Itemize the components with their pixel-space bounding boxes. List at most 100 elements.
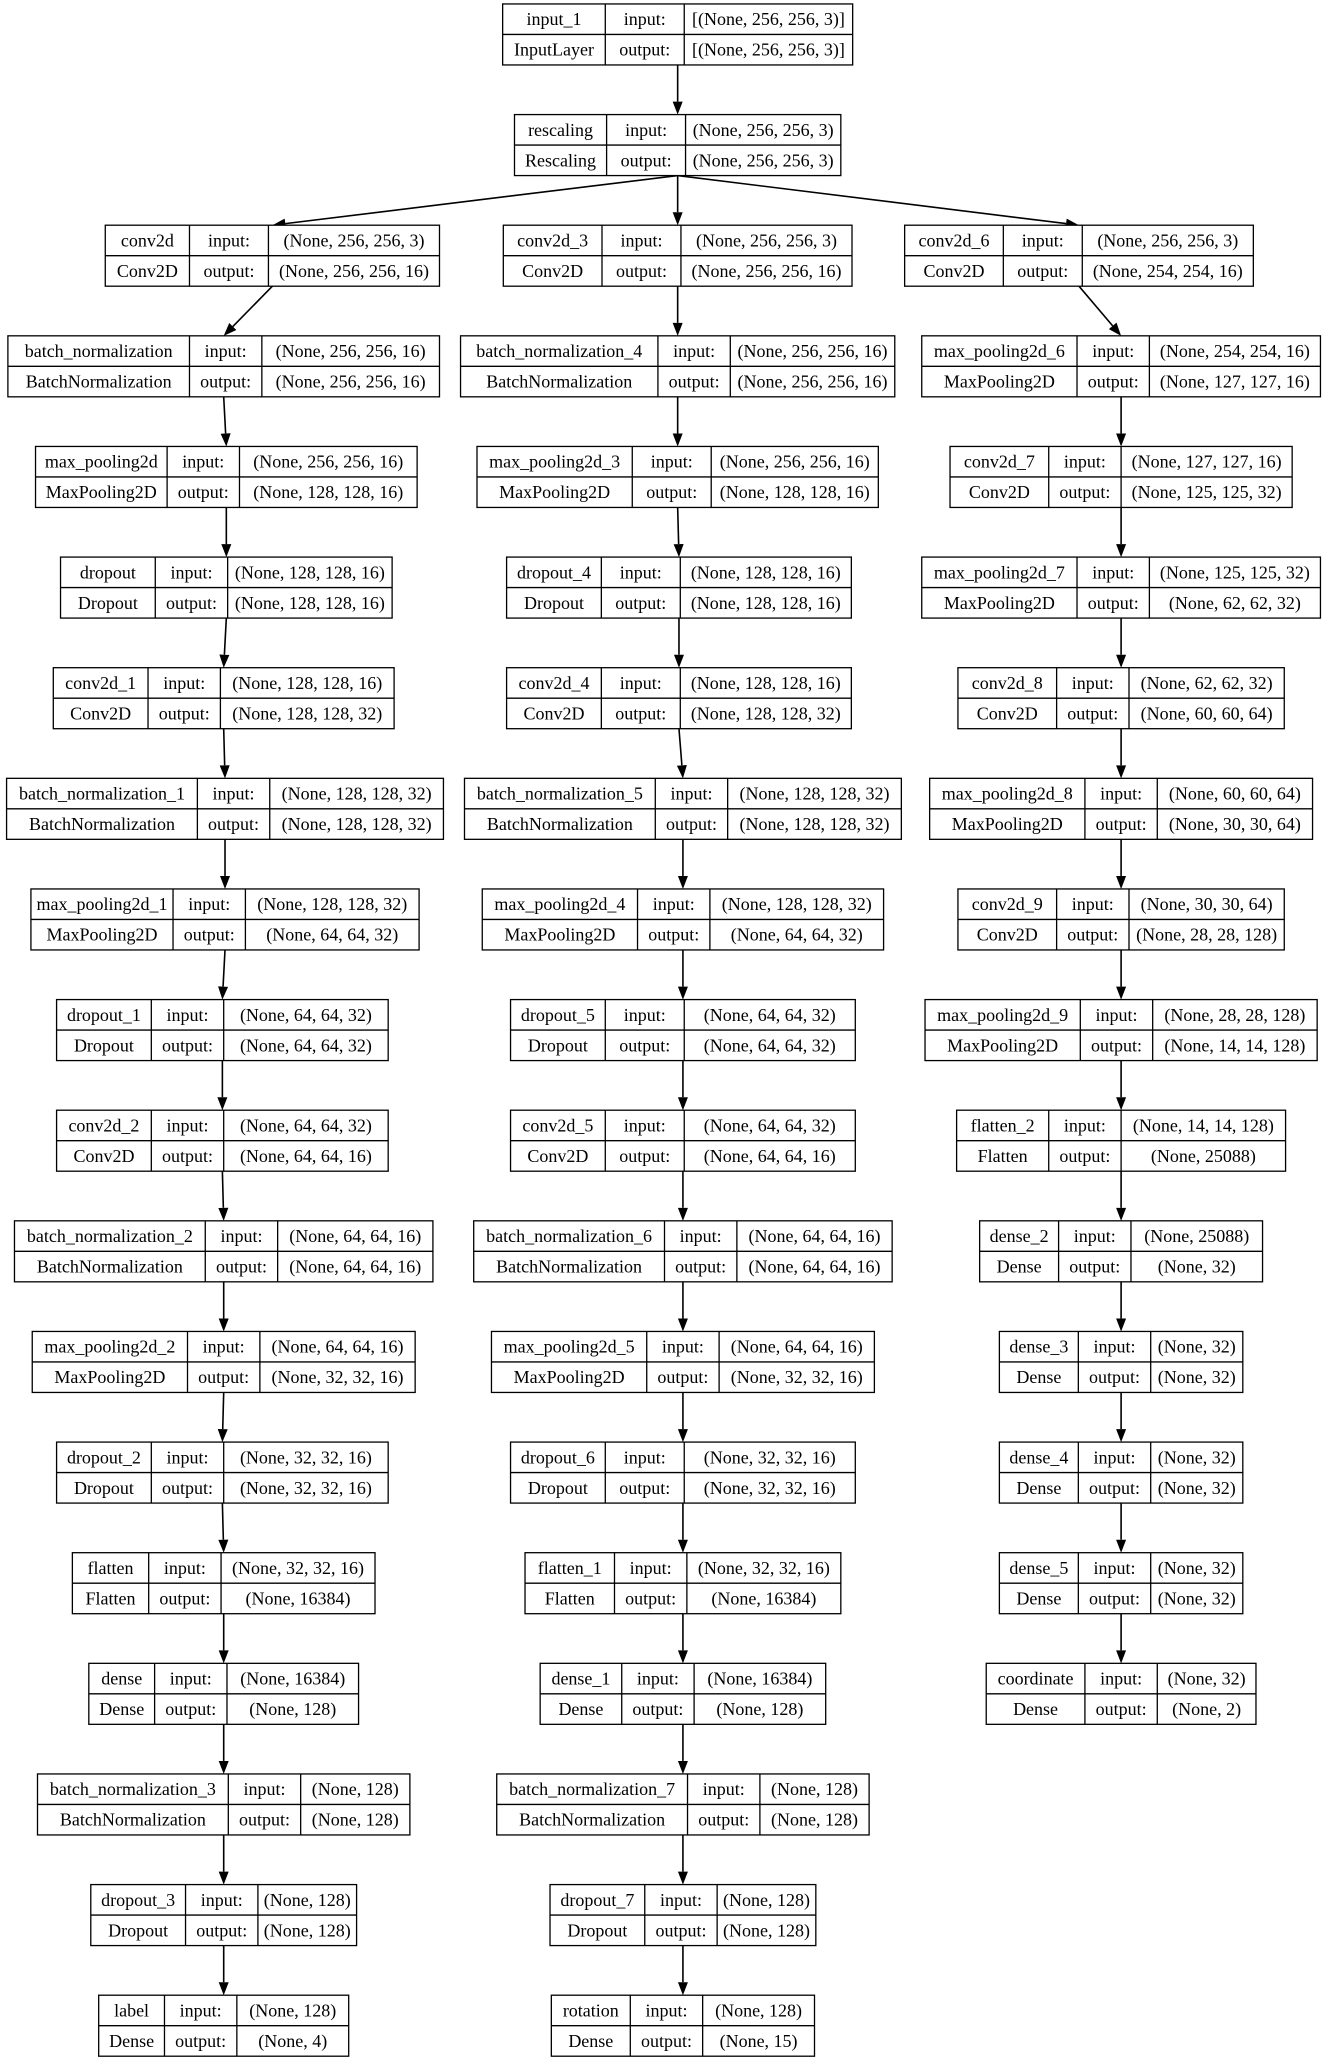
output-shape: (None, 64, 64, 32) xyxy=(731,925,863,946)
output-label: output: xyxy=(162,1035,213,1055)
arrow-head-icon xyxy=(1116,1429,1127,1443)
layer-type: Conv2D xyxy=(522,261,583,281)
layer-type: Conv2D xyxy=(117,261,178,281)
connection-arrow xyxy=(677,1392,688,1443)
connection-arrow xyxy=(1116,1503,1127,1553)
layer-name: label xyxy=(114,2000,149,2020)
output-shape: (None, 128) xyxy=(264,1920,351,1941)
connection-arrow xyxy=(677,949,688,1000)
connection-arrow xyxy=(1116,1171,1127,1221)
input-shape: (None, 25088) xyxy=(1144,1226,1249,1247)
connection-arrow xyxy=(218,1945,229,1996)
connection-arrow xyxy=(677,1503,688,1553)
output-label: output: xyxy=(625,1588,676,1608)
layer-type: Flatten xyxy=(978,1146,1028,1166)
layer-type: Dropout xyxy=(78,593,138,613)
arrow-head-icon xyxy=(672,433,683,447)
layer-name: flatten_1 xyxy=(538,1558,602,1578)
layer-name: batch_normalization_5 xyxy=(477,784,643,804)
input-shape: (None, 128, 128, 16) xyxy=(235,562,385,583)
output-shape: (None, 32, 32, 16) xyxy=(240,1478,372,1499)
layer-name: batch_normalization_6 xyxy=(486,1226,652,1246)
layer-type: Dropout xyxy=(567,1920,627,1940)
connection-arrow xyxy=(1116,1281,1127,1332)
connection-arrow xyxy=(677,1281,688,1332)
output-shape: (None, 64, 64, 16) xyxy=(240,1146,372,1167)
layer-name: max_pooling2d_6 xyxy=(934,341,1065,361)
input-shape: (None, 128, 128, 32) xyxy=(257,894,407,915)
output-label: output: xyxy=(166,593,217,613)
output-label: output: xyxy=(159,703,210,723)
input-label: input: xyxy=(203,1337,245,1357)
output-label: output: xyxy=(615,703,666,723)
layer-type: MaxPooling2D xyxy=(504,925,615,945)
input-label: input: xyxy=(660,1890,702,1910)
connection-arrow xyxy=(223,285,273,336)
output-shape: (None, 254, 254, 16) xyxy=(1093,261,1243,282)
arrow-line xyxy=(222,396,227,434)
input-shape: (None, 32, 32, 16) xyxy=(704,1447,836,1468)
input-shape: (None, 64, 64, 16) xyxy=(272,1337,404,1358)
output-shape: (None, 32) xyxy=(1158,1478,1236,1499)
layer-name: max_pooling2d_3 xyxy=(489,452,620,472)
arrow-head-icon xyxy=(677,1650,688,1664)
input-label: input: xyxy=(625,120,667,140)
output-label: output: xyxy=(641,2031,692,2051)
input-shape: (None, 32) xyxy=(1168,1669,1246,1690)
layer-type: Conv2D xyxy=(977,925,1038,945)
output-label: output: xyxy=(666,814,717,834)
layer-type: Dense xyxy=(558,1699,603,1719)
layer-name: conv2d_6 xyxy=(918,230,989,250)
layer-name: conv2d_1 xyxy=(65,673,136,693)
input-shape: (None, 64, 64, 32) xyxy=(240,1115,372,1136)
output-shape: (None, 32, 32, 16) xyxy=(731,1367,863,1388)
input-label: input: xyxy=(1092,341,1134,361)
layer-name: conv2d_8 xyxy=(972,673,1043,693)
output-label: output: xyxy=(216,1257,267,1277)
arrow-head-icon xyxy=(220,875,231,889)
input-label: input: xyxy=(673,341,715,361)
input-label: input: xyxy=(208,230,250,250)
output-label: output: xyxy=(675,1257,726,1277)
arrow-head-icon xyxy=(1116,544,1127,558)
input-label: input: xyxy=(1064,452,1106,472)
layer-name: coordinate xyxy=(998,1669,1074,1689)
arrow-head-icon xyxy=(672,322,683,336)
arrow-head-icon xyxy=(677,1982,688,1996)
output-shape: (None, 128) xyxy=(771,1810,858,1831)
arrow-line xyxy=(677,174,1067,225)
input-shape: (None, 30, 30, 64) xyxy=(1141,894,1273,915)
input-shape: (None, 14, 14, 128) xyxy=(1133,1115,1274,1136)
connection-arrow xyxy=(677,1945,688,1996)
connection-arrow xyxy=(676,728,687,779)
connection-arrow xyxy=(1116,507,1127,558)
arrow-head-icon xyxy=(219,654,230,668)
output-shape: (None, 127, 127, 16) xyxy=(1160,372,1310,393)
output-label: output: xyxy=(1059,1146,1110,1166)
input-label: input: xyxy=(653,894,695,914)
output-shape: (None, 28, 28, 128) xyxy=(1136,925,1277,946)
output-shape: (None, 128, 128, 16) xyxy=(691,593,841,614)
connection-arrow xyxy=(218,1281,229,1332)
output-label: output: xyxy=(615,593,666,613)
input-shape: (None, 128, 128, 32) xyxy=(282,784,432,805)
connection-arrow xyxy=(677,174,1079,229)
input-shape: (None, 128) xyxy=(264,1890,351,1911)
arrow-head-icon xyxy=(677,875,688,889)
input-shape: [(None, 256, 256, 3)] xyxy=(692,9,845,30)
